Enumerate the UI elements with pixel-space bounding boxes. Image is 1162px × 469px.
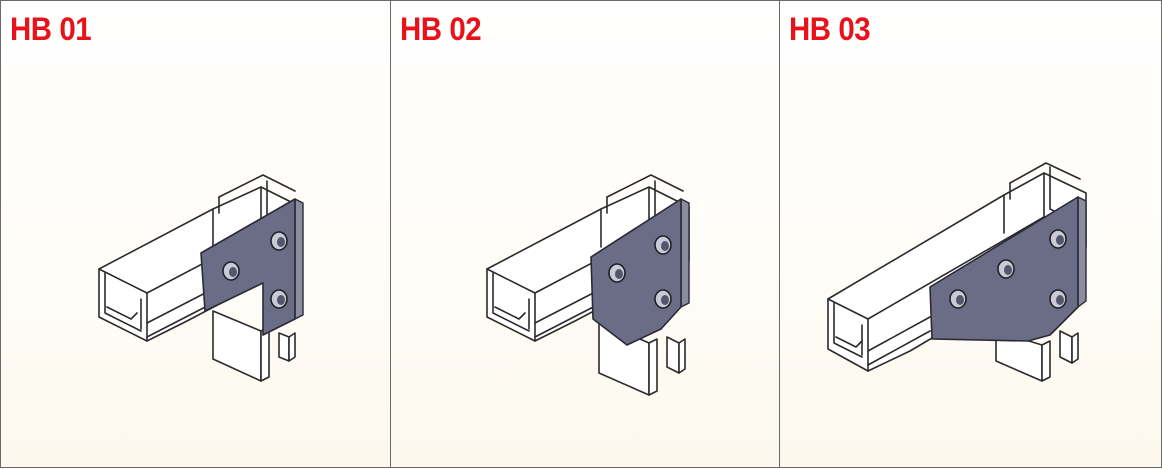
hb03-bracket-drawing — [827, 162, 1087, 382]
panel-hb01: HB 01 — [1, 1, 391, 467]
connection-plate — [929, 196, 1087, 342]
vertical-channel — [212, 310, 296, 382]
panel-label: HB 03 — [789, 11, 871, 47]
panel-hb02: HB 02 — [391, 1, 780, 467]
hb02-bracket-drawing — [486, 174, 690, 396]
vertical-channel — [995, 330, 1079, 382]
connection-plate — [200, 198, 304, 336]
connection-plate — [590, 198, 690, 346]
hb01-bracket-drawing — [98, 174, 304, 382]
panel-hb03: HB 03 — [780, 1, 1161, 467]
panel-label: HB 02 — [400, 11, 482, 47]
panel-label: HB 01 — [10, 11, 92, 47]
